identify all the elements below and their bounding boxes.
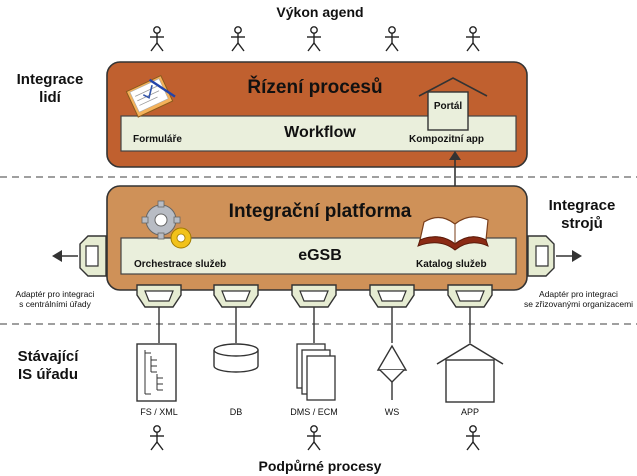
portal-label: Portál <box>433 101 463 112</box>
person-icon-bottom <box>149 425 481 451</box>
forms-label: Formuláře <box>133 134 182 145</box>
file-tree-icon <box>136 343 177 402</box>
documents-icon <box>296 343 336 401</box>
web-service-icon <box>376 344 408 400</box>
system-label-dms-ecm: DMS / ECM <box>290 407 338 417</box>
system-label-db: DB <box>229 407 243 417</box>
label-machine-integration: Integrace strojů <box>548 197 616 232</box>
service-catalog-label: Katalog služeb <box>416 259 487 270</box>
integration-platform-title: Integrační platforma <box>228 201 412 222</box>
person-icon-top <box>149 26 481 52</box>
book-icon <box>417 216 489 251</box>
top-title: Výkon agend <box>276 4 364 20</box>
system-label-ws: WS <box>384 407 400 417</box>
workflow-label: Workflow <box>284 124 356 141</box>
house-icon <box>436 343 504 403</box>
system-label-app: APP <box>460 407 479 417</box>
bottom-title: Podpůrné procesy <box>258 458 382 474</box>
forms-icon <box>125 74 176 118</box>
right-adapter-label: Adaptér pro integraci se zřizovanými org… <box>523 289 634 309</box>
label-legacy-systems: Stávající IS úřadu <box>17 348 79 383</box>
egsb-label: eGSB <box>298 247 342 264</box>
gears-icon <box>141 200 192 249</box>
composite-app-label: Kompozitní app <box>409 134 484 145</box>
database-icon <box>213 343 259 373</box>
system-label-fs-xml: FS / XML <box>140 407 178 417</box>
right-adapter-icon <box>527 235 582 277</box>
left-adapter-icon <box>52 235 107 277</box>
orchestration-label: Orchestrace služeb <box>134 259 227 270</box>
system-adapters <box>136 284 493 343</box>
left-adapter-label: Adaptér pro integraci s centrálními úřad… <box>15 289 95 309</box>
process-management-title: Řízení procesů <box>247 77 383 98</box>
portal-house-icon <box>418 77 488 131</box>
label-people-integration: Integrace lidí <box>16 71 84 106</box>
